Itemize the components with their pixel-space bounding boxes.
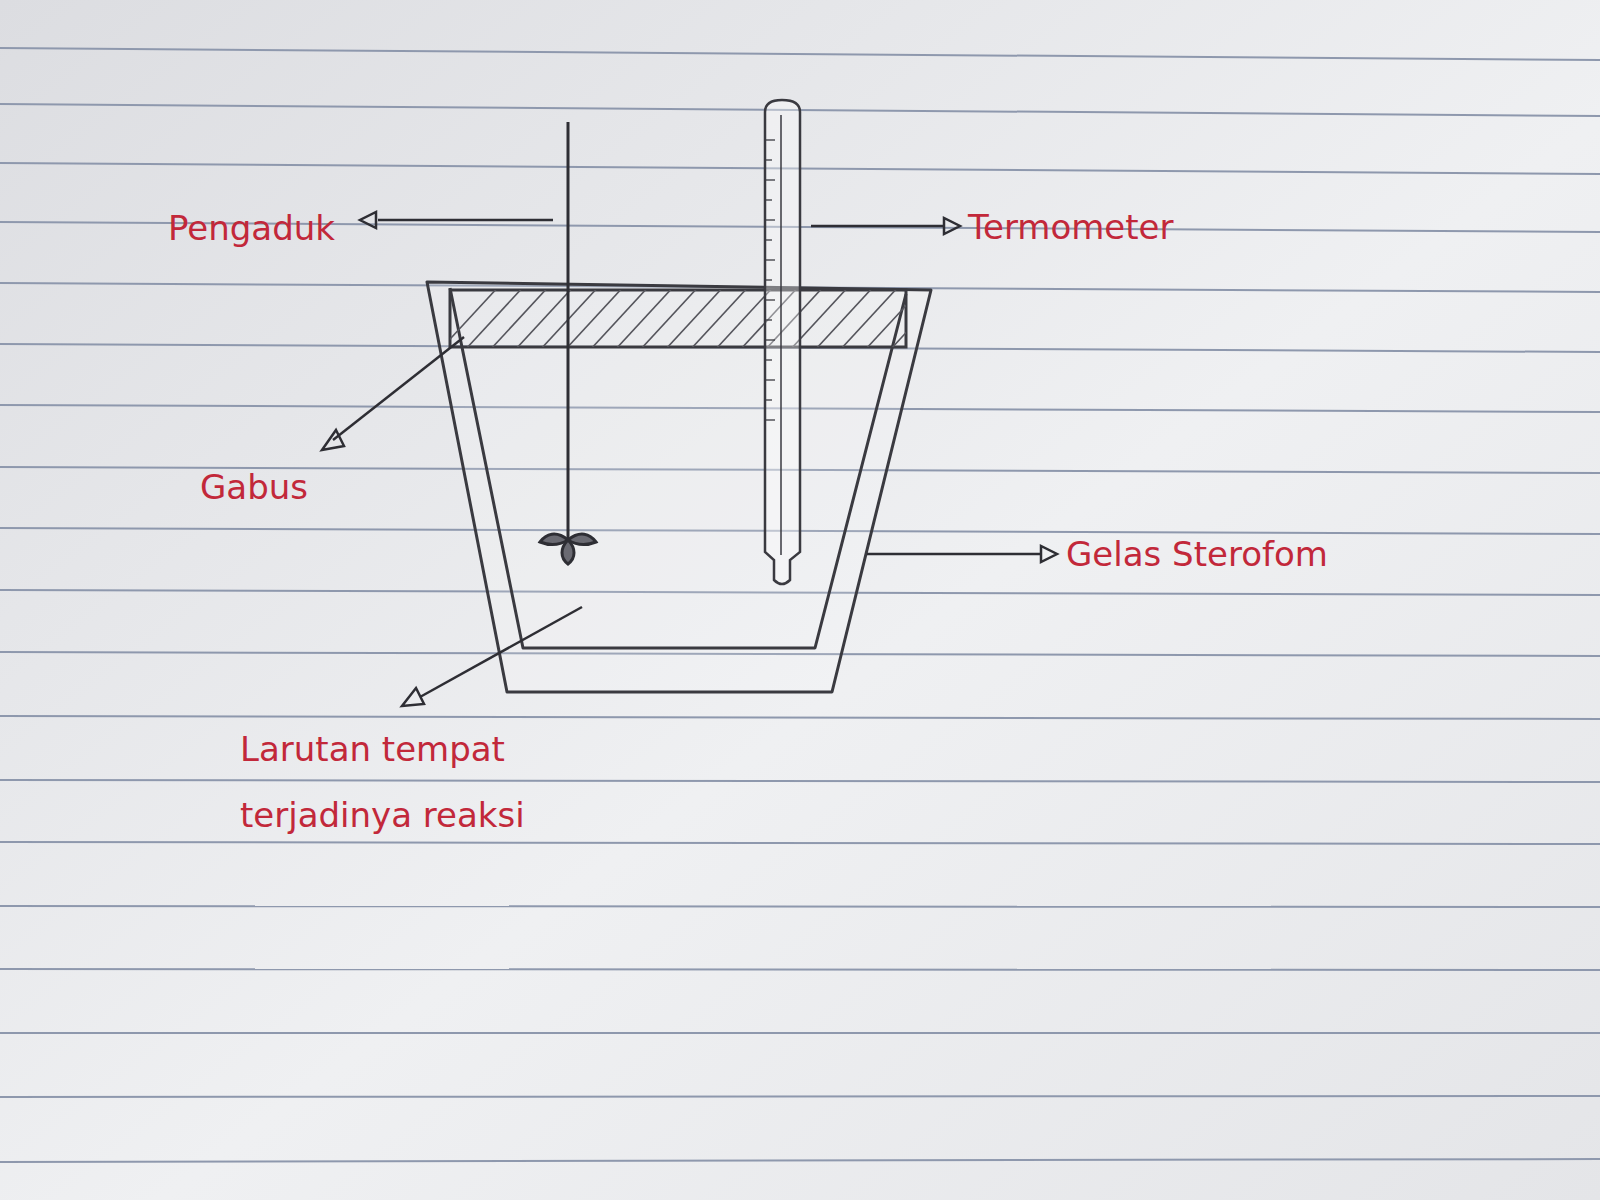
part-label: Gelas Sterofom [1066,521,1328,587]
cork-lid [440,285,950,350]
ruled-lines [0,48,1600,1162]
part-label: Larutan tempat terjadinya reaksi [240,716,610,848]
styrofoam-cup [427,282,931,692]
part-label: Pengaduk [168,195,335,261]
part-label: Termometer [968,194,1173,260]
leader-lines [322,212,1057,706]
stirrer [540,122,596,564]
part-label: Gabus [200,454,308,520]
thermometer [765,100,800,584]
